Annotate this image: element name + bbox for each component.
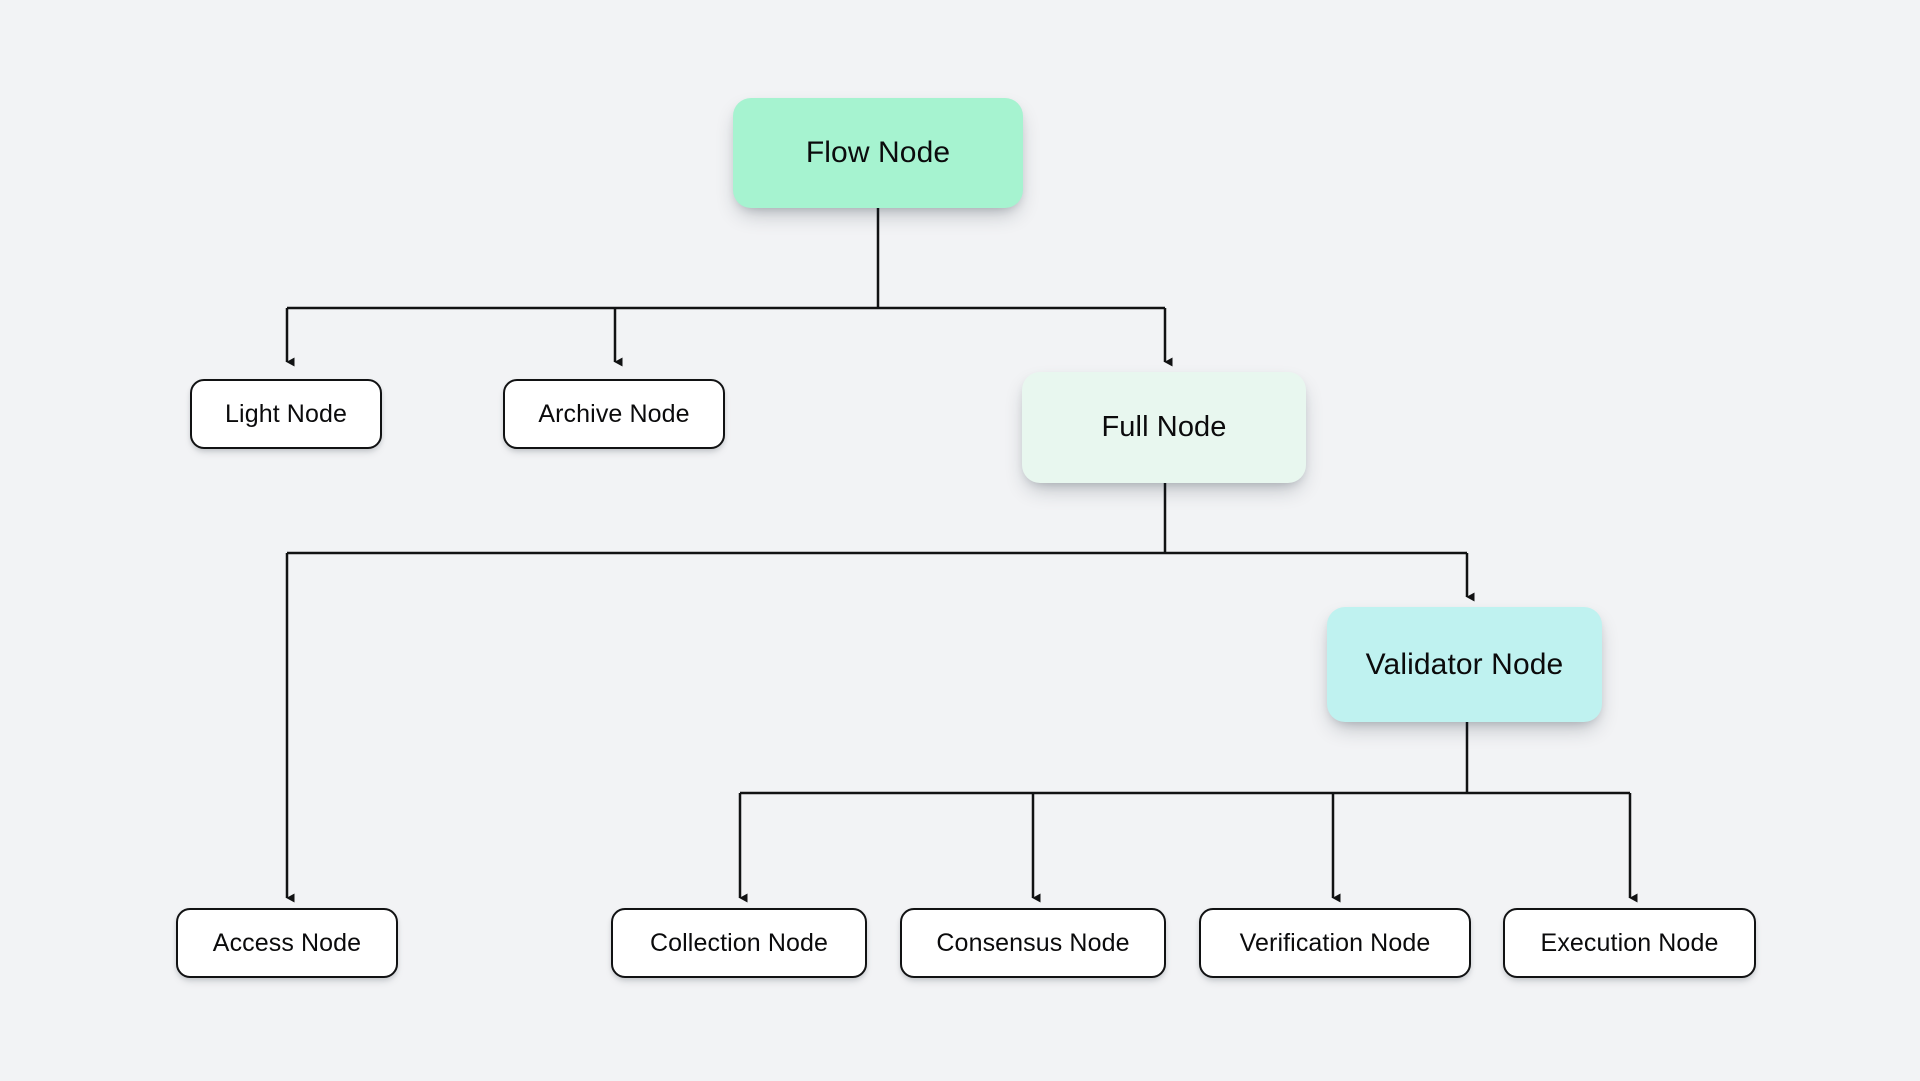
node-validator-node[interactable]: Validator Node <box>1327 607 1602 722</box>
node-label: Verification Node <box>1239 928 1431 957</box>
node-label: Collection Node <box>650 928 828 957</box>
node-access-node[interactable]: Access Node <box>176 908 398 978</box>
node-label: Consensus Node <box>936 928 1130 957</box>
node-archive-node[interactable]: Archive Node <box>503 379 725 449</box>
node-label: Execution Node <box>1540 928 1719 957</box>
node-consensus-node[interactable]: Consensus Node <box>900 908 1166 978</box>
node-verification-node[interactable]: Verification Node <box>1199 908 1471 978</box>
node-execution-node[interactable]: Execution Node <box>1503 908 1756 978</box>
node-collection-node[interactable]: Collection Node <box>611 908 867 978</box>
edge-paths <box>285 208 1638 903</box>
node-label: Light Node <box>225 399 347 428</box>
node-label: Validator Node <box>1365 647 1564 681</box>
node-flow-node[interactable]: Flow Node <box>733 98 1023 208</box>
node-label: Archive Node <box>538 399 690 428</box>
node-full-node[interactable]: Full Node <box>1022 372 1306 483</box>
node-label: Full Node <box>1101 411 1227 443</box>
node-label: Access Node <box>212 928 362 957</box>
node-light-node[interactable]: Light Node <box>190 379 382 449</box>
node-label: Flow Node <box>805 136 951 169</box>
